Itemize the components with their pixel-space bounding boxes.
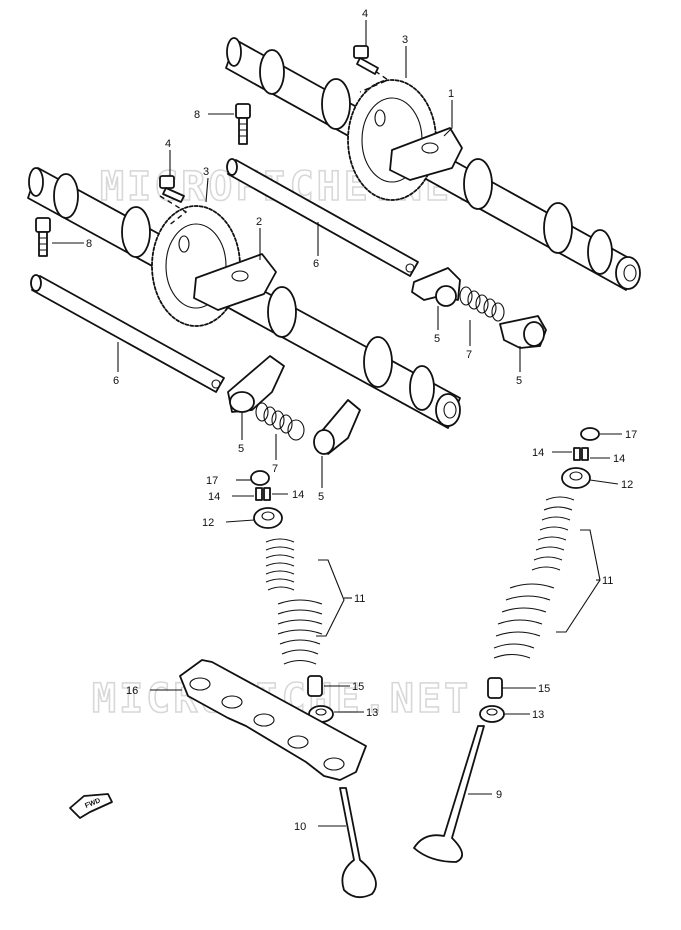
bolt-4-lower	[159, 175, 185, 203]
callout-7: 7	[466, 349, 472, 361]
rocker-shaft-upper	[226, 158, 419, 277]
valve-shim-right	[580, 427, 600, 441]
callout-17: 17	[625, 429, 637, 441]
callout-5: 5	[318, 491, 324, 503]
bolt-8-lower	[35, 217, 51, 257]
rocker-spring-lower	[255, 402, 305, 441]
callout-3: 3	[402, 34, 408, 46]
valve-shim-left	[250, 470, 270, 486]
callout-14: 14	[208, 491, 220, 503]
callout-3: 3	[203, 166, 209, 178]
callout-5: 5	[434, 333, 440, 345]
callout-12: 12	[202, 517, 214, 529]
callout-5: 5	[238, 443, 244, 455]
callout-5: 5	[516, 375, 522, 387]
callout-15: 15	[352, 681, 364, 693]
leader-lines	[52, 20, 622, 827]
callout-11: 11	[602, 575, 613, 587]
callout-1: 1	[448, 88, 454, 100]
rocker-spring-upper	[459, 286, 505, 322]
callout-16: 16	[126, 685, 138, 697]
valve-cotter-right	[573, 447, 589, 461]
rocker-arm-lower-left	[227, 355, 285, 413]
callout-6: 6	[113, 375, 119, 387]
callout-13: 13	[532, 709, 544, 721]
valve-cotter-left	[255, 487, 271, 501]
callout-8: 8	[194, 109, 200, 121]
callout-4: 4	[165, 138, 171, 150]
exhaust-valve	[339, 787, 377, 899]
callout-10: 10	[294, 821, 306, 833]
spring-retainer-left	[253, 507, 283, 529]
callout-6: 6	[313, 258, 319, 270]
callout-14: 14	[613, 453, 625, 465]
camshaft-holder-upper	[389, 127, 463, 181]
valve-stem-seal-right	[487, 677, 503, 699]
gasket-plate	[179, 659, 367, 781]
spring-retainer-right	[561, 467, 591, 489]
callout-11: 11	[354, 593, 365, 605]
rocker-arm-lower-right	[313, 399, 361, 455]
camshaft-holder-lower	[193, 253, 277, 311]
callout-2: 2	[256, 216, 262, 228]
callout-9: 9	[496, 789, 502, 801]
callout-8: 8	[86, 238, 92, 250]
valve-springs-left	[265, 538, 323, 665]
callout-7: 7	[272, 463, 278, 475]
rocker-shaft-lower	[30, 274, 225, 393]
callout-14: 14	[292, 489, 304, 501]
spring-seat-right	[479, 705, 505, 723]
callout-15: 15	[538, 683, 550, 695]
callout-labels: 4 3 1 8 4 3 2 8 6 6 5 7 5 5 7 5 17 14 14…	[86, 8, 637, 833]
rocker-arm-upper-left	[411, 267, 461, 307]
intake-valve	[413, 725, 485, 863]
dashed-guide-lower	[159, 195, 188, 227]
bolt-8-upper	[235, 103, 251, 145]
fwd-arrow-icon: FWD	[69, 793, 113, 819]
rocker-arm-upper-right	[499, 315, 547, 349]
valve-stem-seal-left	[307, 675, 323, 697]
bolt-4-upper	[353, 45, 379, 75]
callout-4: 4	[362, 8, 368, 20]
callout-14: 14	[532, 447, 544, 459]
callout-12: 12	[621, 479, 633, 491]
valve-springs-right	[493, 496, 575, 659]
callout-17: 17	[206, 475, 218, 487]
callout-13: 13	[366, 707, 378, 719]
